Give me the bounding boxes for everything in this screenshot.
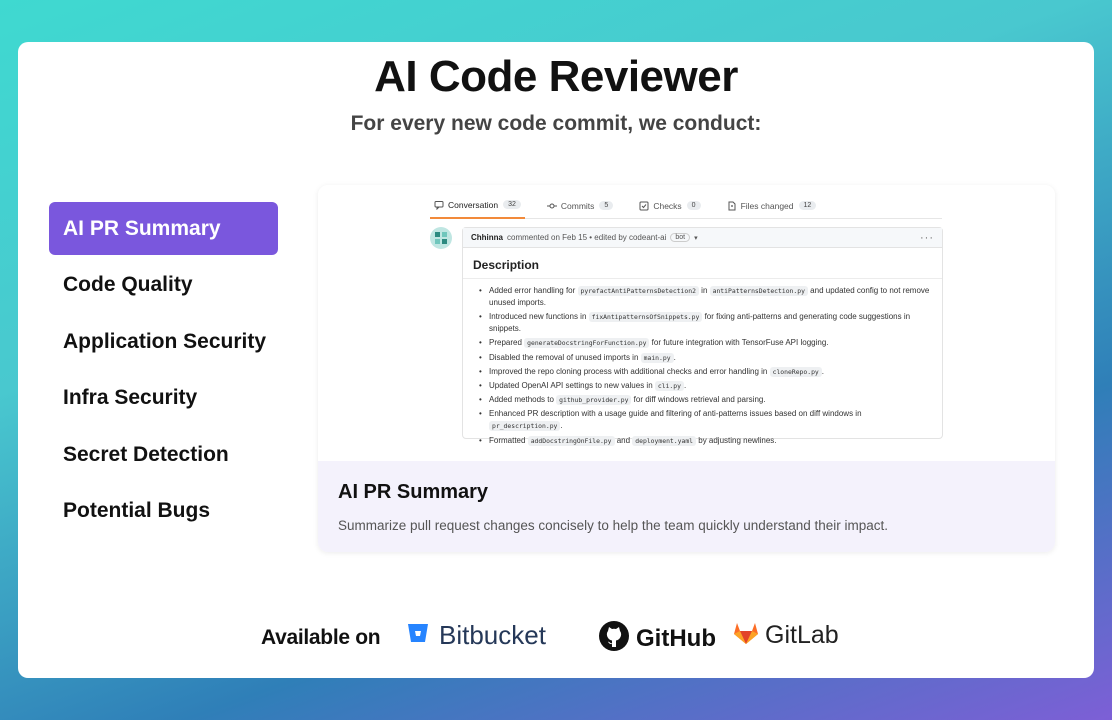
description-item: Updated OpenAI API settings to new value… [479,380,932,392]
code-snippet: antiPatternsDetection.py [709,286,808,296]
tab-checks[interactable]: Checks 0 [635,193,704,219]
tab-label: Files changed [740,200,794,211]
comment-header: Chhinna commented on Feb 15 • edited by … [463,228,942,248]
description-list: Added error handling for pyrefactAntiPat… [463,285,942,447]
sidebar-item-code-quality[interactable]: Code Quality [63,273,193,296]
feature-preview: Conversation 32 Commits 5 Checks 0 [318,185,1055,552]
tab-label: Conversation [448,199,499,210]
tab-files-changed[interactable]: Files changed 12 [723,193,821,219]
gitlab-link[interactable]: GitLab [733,620,839,651]
tab-count: 12 [798,201,817,210]
conversation-icon [434,200,444,210]
tab-conversation[interactable]: Conversation 32 [430,193,525,219]
description-text: Improved the repo cloning process with a… [489,366,770,376]
more-options-icon[interactable]: ··· [920,231,934,244]
bitbucket-icon [407,622,429,649]
sidebar-item-ai-pr-summary[interactable]: AI PR Summary [49,202,278,255]
description-text: in [698,286,710,295]
tab-count: 32 [503,200,521,209]
code-snippet: deployment.yaml [632,435,697,446]
description-text: Updated OpenAI API settings to new value… [489,380,655,390]
description-heading: Description [463,248,942,279]
github-link[interactable]: GitHub [598,620,716,657]
summary-text: Summarize pull request changes concisely… [338,518,889,533]
code-snippet: addDocstringOnFile.py [527,435,615,446]
code-snippet: pyrefactAntiPatternsDetection2 [577,286,699,296]
description-item: Disabled the removal of unused imports i… [479,352,932,364]
description-text: . [683,380,687,390]
description-text: Disabled the removal of unused imports i… [489,352,641,362]
checks-icon [639,201,649,211]
description-text: Prepared [489,338,525,348]
description-text: for fixing anti-patterns and generating … [489,312,911,334]
pr-tabs: Conversation 32 Commits 5 Checks 0 [430,193,942,219]
description-item: Prepared generateDocstringForFunction.py… [479,337,932,349]
sidebar-item-application-security[interactable]: Application Security [63,329,267,353]
description-item: Added error handling for pyrefactAntiPat… [479,285,932,309]
availability-bar: Available on Bitbucket GitHub GitLab [0,618,1112,658]
description-item: Added methods to github_provider.py for … [479,394,932,406]
summary-title: AI PR Summary [338,481,489,503]
code-snippet: pr_description.py [489,421,561,432]
gitlab-name: GitLab [765,621,839,649]
description-item: Introduced new functions in fixAntipatte… [479,311,932,335]
sidebar-item-secret-detection[interactable]: Secret Detection [63,442,229,466]
bitbucket-name: Bitbucket [439,620,546,650]
tab-label: Checks [653,200,682,211]
description-text: for diff windows retrieval and parsing. [631,395,766,405]
github-icon [598,620,630,657]
bot-badge: bot [670,233,691,242]
description-text: Enhanced PR description with a usage gui… [489,409,862,419]
comment-author[interactable]: Chhinna [471,233,503,242]
description-text: for future integration with TensorFuse A… [649,338,829,348]
description-text: . [673,352,676,362]
description-item: Improved the repo cloning process with a… [479,366,932,378]
page-title: AI Code Reviewer [374,52,738,101]
github-name: GitHub [636,624,716,652]
code-snippet: cloneRepo.py [769,366,822,377]
description-text: Introduced new functions in [489,312,589,322]
description-item: Formatted addDocstringOnFile.py and depl… [479,435,932,447]
feature-summary: AI PR Summary Summarize pull request cha… [318,461,1055,552]
tab-commits[interactable]: Commits 5 [543,193,617,219]
file-icon [727,201,737,211]
page-subtitle: For every new code commit, we conduct: [350,112,762,135]
avatar[interactable] [430,227,452,249]
description-text: and updated config to not remove unused … [489,286,930,307]
code-snippet: fixAntipatternsOfSnippets.py [588,312,703,323]
tab-count: 5 [599,201,614,210]
pr-comment: Chhinna commented on Feb 15 • edited by … [462,227,943,447]
code-snippet: generateDocstringForFunction.py [524,338,650,349]
code-snippet: cli.py [654,380,684,391]
tab-label: Commits [560,200,595,211]
description-text: Formatted [489,435,528,445]
comment-meta: commented on Feb 15 • edited by codeant-… [507,233,667,242]
description-text: Added error handling for [489,286,578,295]
sidebar-item-infra-security[interactable]: Infra Security [63,386,198,409]
gitlab-icon [733,620,759,651]
description-text: and [614,435,633,445]
code-snippet: main.py [640,352,674,363]
available-on-label: Available on [261,626,381,649]
description-text: . [821,366,825,376]
description-text: by adjusting newlines. [696,435,777,445]
description-text: Added methods to [489,395,557,405]
feature-sidebar: AI PR Summary Code Quality Application S… [49,202,278,541]
commit-icon [546,201,557,211]
tab-count: 0 [686,201,701,210]
description-item: Enhanced PR description with a usage gui… [479,408,932,432]
description-text: . [560,421,563,431]
chevron-down-icon[interactable]: ▾ [694,234,698,242]
bitbucket-link[interactable]: Bitbucket [407,620,546,651]
sidebar-item-potential-bugs[interactable]: Potential Bugs [63,499,211,522]
code-snippet: github_provider.py [556,395,632,406]
pr-screenshot: Conversation 32 Commits 5 Checks 0 [318,185,1055,461]
